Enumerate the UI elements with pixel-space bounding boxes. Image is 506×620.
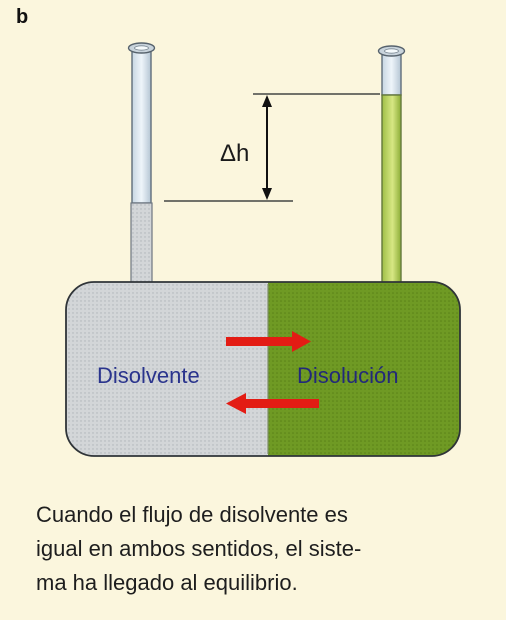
height-difference-label: Δh (220, 140, 249, 167)
solvent-label: Disolvente (97, 363, 200, 388)
left-tube (127, 42, 156, 285)
flow-arrows (226, 331, 319, 414)
right-tube (377, 45, 406, 286)
vessel-outline (65, 281, 461, 457)
height-arrow-down-head (262, 188, 272, 200)
height-difference-marker (164, 93, 380, 202)
figure-caption: Cuando el flujo de disolvente es igual e… (36, 502, 362, 595)
rightward-arrow-head (292, 331, 311, 352)
leftward-arrow-shaft (246, 399, 319, 408)
panel-letter: b (16, 6, 29, 28)
vessel (66, 282, 460, 456)
rightward-arrow-shaft (226, 337, 292, 346)
solution-label: Disolución (297, 363, 399, 388)
leftward-arrow-head (226, 393, 246, 414)
height-arrow-up-head (262, 95, 272, 107)
